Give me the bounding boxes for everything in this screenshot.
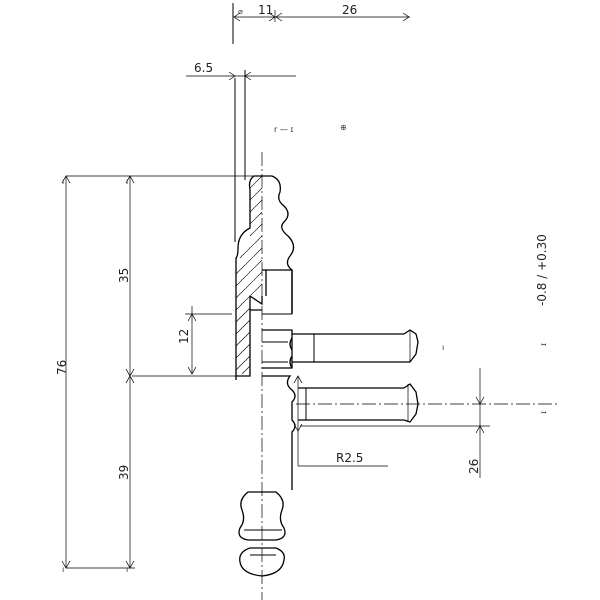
dim-r2-5-group: R2.5 [293,375,388,467]
svg-text:ı: ı [126,177,128,186]
svg-text:ı: ı [62,177,64,186]
corner-marks: ı ı ı ı [62,177,128,574]
part-body [235,175,296,577]
svg-text:ı: ı [442,343,444,352]
tolerance-group: -0.8 / +0.30 ɪ ɪ [535,234,549,414]
dim-39-label: 39 [117,465,131,480]
dim-r2-5-label: R2.5 [336,451,363,465]
svg-text:ı: ı [126,565,128,574]
dim-26-vertical-label: 26 [467,459,481,474]
upper-pin: ı [292,329,444,363]
tolerance-label: -0.8 / +0.30 [535,234,549,306]
dim-11-label: 11 [258,3,273,17]
left-dimension-group: 76 35 39 [55,175,256,569]
top-dimension-group: ⌀ 11 26 [232,3,410,44]
dim-26-label: 26 [342,3,357,17]
svg-text:ɪ: ɪ [539,343,548,346]
dim-12-label: 12 [177,329,191,344]
svg-text:⌀: ⌀ [238,7,243,16]
svg-text:r — ɪ: r — ɪ [274,125,293,134]
dim-26-vertical-group: 26 [300,368,490,478]
svg-text:⊕: ⊕ [340,123,347,132]
dim-76-label: 76 [55,360,69,375]
svg-text:ɪ: ɪ [539,411,548,414]
dim-6-5-group: 6.5 r — ɪ ⊕ [186,61,347,242]
dim-6-5-label: 6.5 [194,61,213,75]
dim-12-group: 12 [177,306,232,375]
lower-pin [298,383,419,423]
section-hatching [235,175,263,375]
dim-35-label: 35 [117,268,131,283]
svg-text:ı: ı [62,565,64,574]
